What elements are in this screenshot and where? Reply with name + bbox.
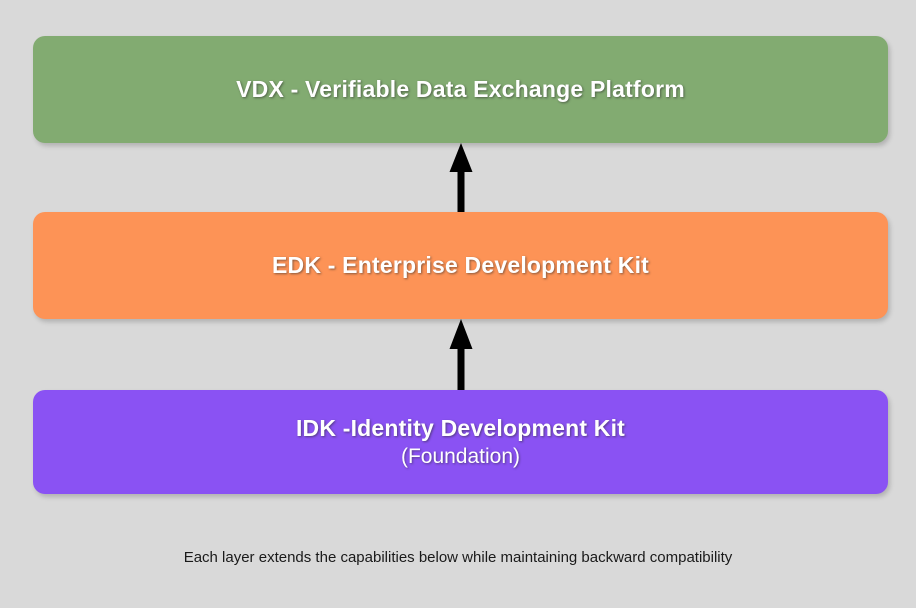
layer-box-vdx[interactable]: VDX - Verifiable Data Exchange Platform bbox=[33, 36, 888, 143]
layer-subtitle-idk: (Foundation) bbox=[400, 444, 521, 468]
diagram-caption: Each layer extends the capabilities belo… bbox=[183, 549, 733, 566]
arrow-up-icon-idk-to-edk bbox=[447, 319, 475, 390]
layer-title-vdx: VDX - Verifiable Data Exchange Platform bbox=[236, 76, 685, 103]
layer-title-idk: IDK -Identity Development Kit bbox=[295, 415, 626, 442]
arrow-up-icon bbox=[449, 143, 473, 212]
arrow-up-icon-edk-to-vdx bbox=[447, 143, 475, 212]
layer-box-idk[interactable]: IDK -Identity Development Kit (Foundatio… bbox=[33, 390, 888, 494]
arrow-up-icon bbox=[449, 319, 473, 390]
layer-box-edk[interactable]: EDK - Enterprise Development Kit bbox=[33, 212, 888, 319]
layer-title-edk: EDK - Enterprise Development Kit bbox=[271, 252, 650, 279]
